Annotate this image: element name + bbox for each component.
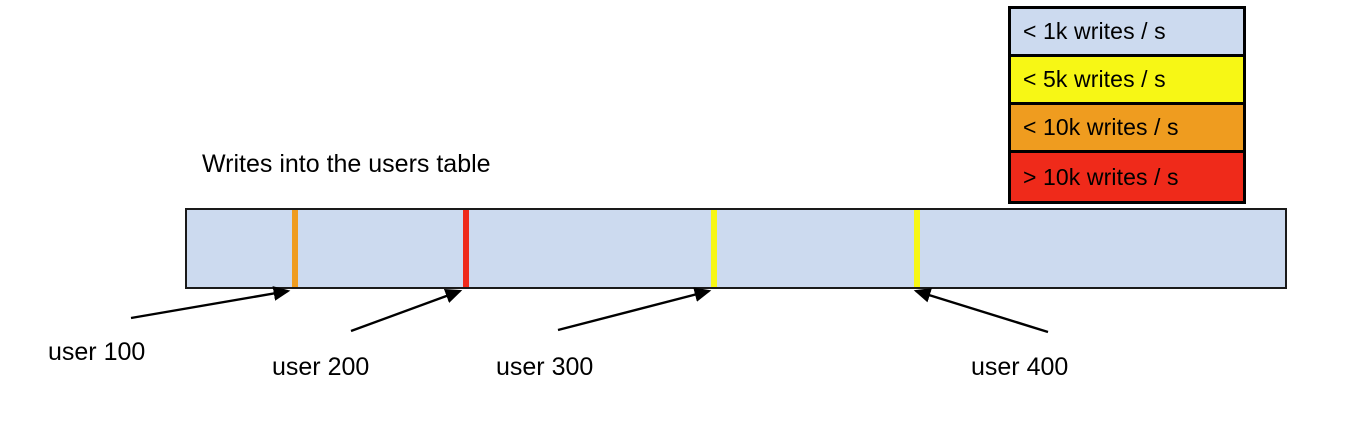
hot-row-marker-user-400 [913,210,920,287]
legend-label-under-1k: < 1k writes / s [1023,18,1166,44]
users-table-range-bar [185,208,1287,289]
callout-label-user-100: user 100 [48,338,146,366]
callout-arrow-user-400 [913,288,1049,334]
callout-label-user-400: user 400 [971,353,1069,381]
legend-row-under-10k: < 10k writes / s [1011,105,1243,153]
legend-row-over-10k: > 10k writes / s [1011,153,1243,201]
callout-label-user-300: user 300 [496,353,594,381]
legend: < 1k writes / s < 5k writes / s < 10k wr… [1008,6,1246,204]
marker-container [187,210,1285,287]
legend-row-under-5k: < 5k writes / s [1011,57,1243,105]
legend-label-under-10k: < 10k writes / s [1023,114,1179,140]
callout-label-user-200: user 200 [272,353,370,381]
legend-row-under-1k: < 1k writes / s [1011,9,1243,57]
callout-arrow-user-300 [557,287,712,332]
callout-arrow-user-100 [130,286,291,320]
legend-label-over-10k: > 10k writes / s [1023,163,1179,190]
chart-title: Writes into the users table [202,150,491,178]
hot-row-marker-user-100 [292,210,299,287]
hot-row-marker-user-300 [710,210,717,287]
callout-arrow-user-200 [350,288,463,333]
legend-label-under-5k: < 5k writes / s [1023,66,1166,92]
hot-row-marker-user-200 [462,210,469,287]
